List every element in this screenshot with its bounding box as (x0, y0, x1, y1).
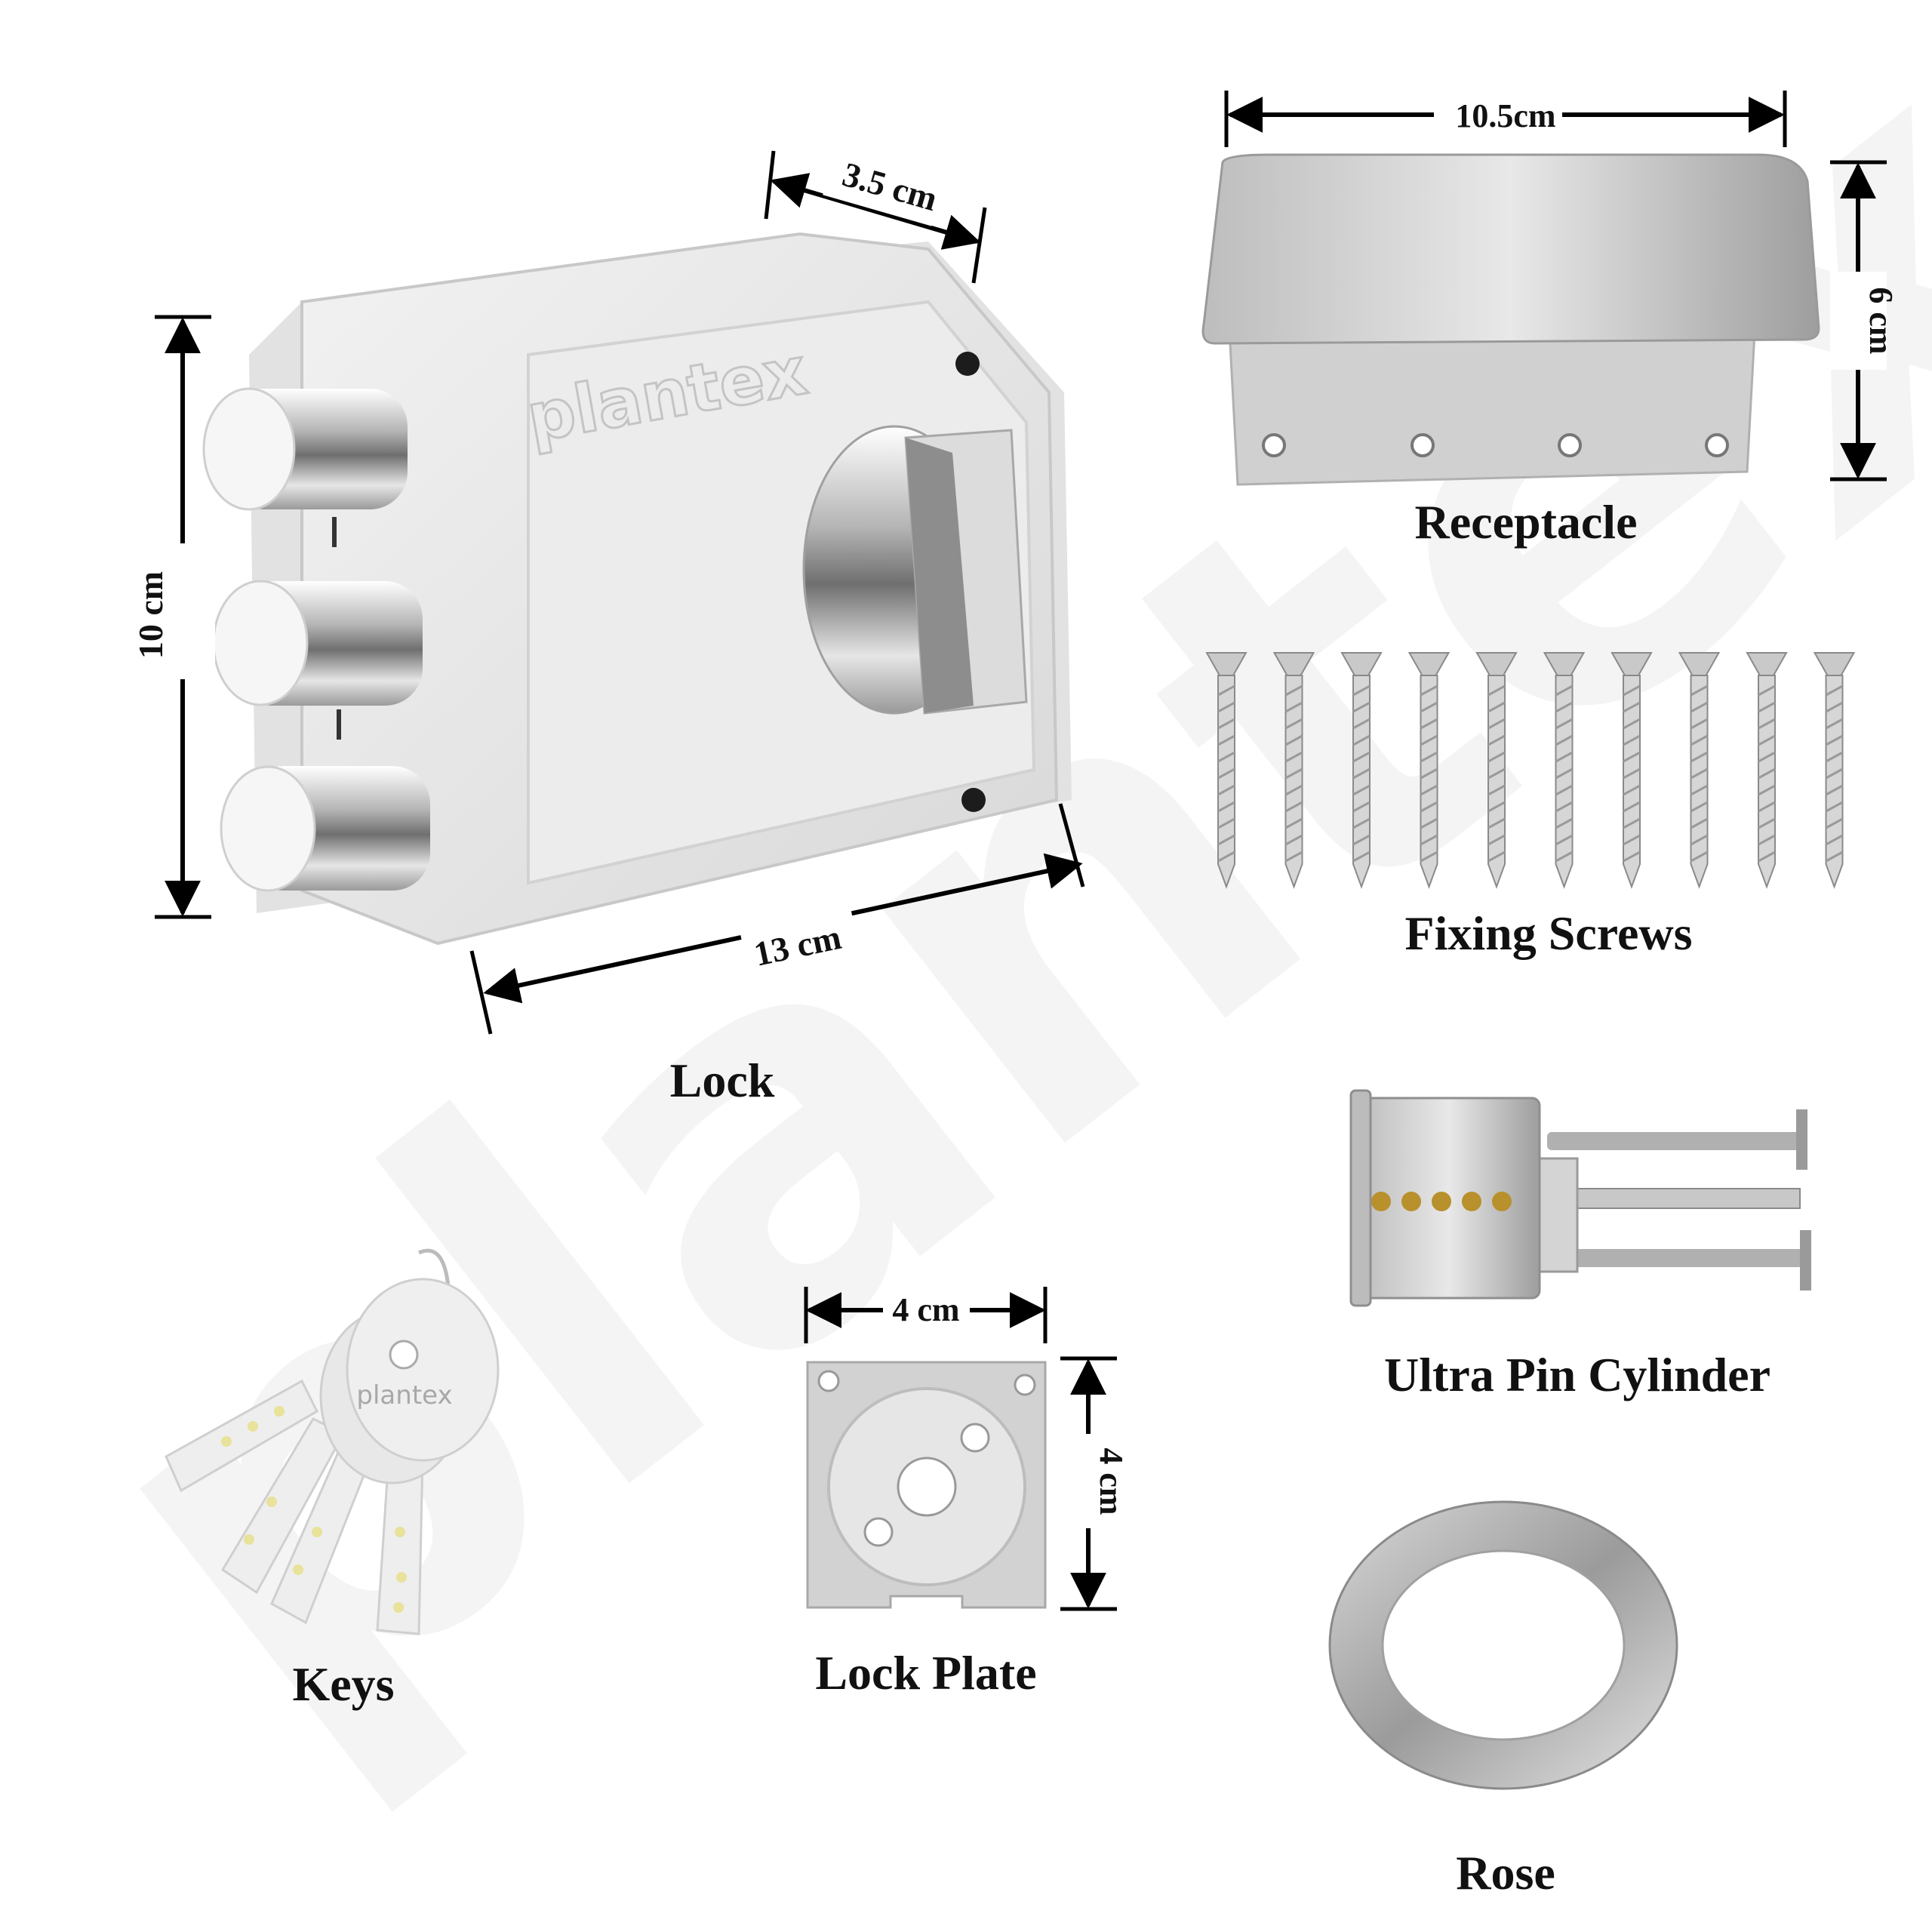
dim-plate-height: 4 cm (1060, 1356, 1130, 1611)
screw (1475, 652, 1518, 889)
dim-lock-width: 13 cm (469, 803, 1085, 1035)
label-keys: Keys (292, 1657, 395, 1711)
cylinder-pin (1462, 1192, 1481, 1211)
lock-body: plantex (249, 232, 1072, 946)
dim-receptacle-height: 6 cm (1830, 160, 1900, 481)
label-lock-plate: Lock Plate (815, 1646, 1037, 1700)
screw (1407, 652, 1451, 889)
lock-plate (806, 1361, 1047, 1609)
dim-receptacle-width: 10.5cm (1224, 91, 1787, 147)
cylinder-pin (1432, 1192, 1451, 1211)
ultra-pin-cylinder (1349, 1089, 1811, 1307)
screw (1611, 652, 1653, 889)
label-receptacle: Receptacle (1414, 495, 1638, 549)
lock-knob (802, 425, 1028, 715)
lock-height-value: 10 cm (131, 571, 170, 659)
cylinder-pins (1371, 1192, 1512, 1211)
label-rose: Rose (1456, 1846, 1555, 1900)
screw (1205, 652, 1247, 889)
fixing-screws (1205, 652, 1856, 889)
screw (1340, 652, 1383, 889)
lock-bolts (202, 387, 430, 892)
cylinder-pin (1492, 1192, 1512, 1211)
dim-plate-width: 4 cm (804, 1287, 1048, 1343)
screw (1272, 652, 1315, 889)
screw (1678, 652, 1721, 889)
dim-lock-height: 10 cm (131, 315, 215, 919)
screw (1746, 652, 1788, 889)
plate-width-value: 4 cm (892, 1291, 959, 1328)
label-ultra-pin-cylinder: Ultra Pin Cylinder (1384, 1348, 1770, 1401)
cylinder-pin (1371, 1192, 1391, 1211)
receptacle (1201, 153, 1820, 486)
cylinder-pin (1401, 1192, 1421, 1211)
label-fixing-screws: Fixing Screws (1404, 906, 1693, 960)
rose (1328, 1500, 1678, 1790)
screw (1543, 652, 1586, 889)
label-lock: Lock (669, 1054, 775, 1107)
key-logo: plantex (356, 1380, 452, 1411)
receptacle-height-value: 6 cm (1863, 287, 1900, 354)
receptacle-width-value: 10.5cm (1455, 97, 1555, 134)
plate-height-value: 4 cm (1093, 1447, 1130, 1515)
screw (1813, 652, 1856, 889)
keys: plantex (165, 1248, 500, 1635)
